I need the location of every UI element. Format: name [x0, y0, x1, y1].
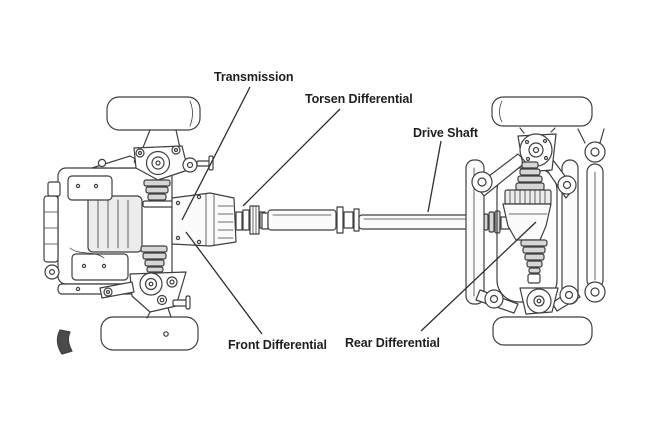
label-front-differential: Front Differential	[228, 338, 327, 352]
leader-rear-differential	[421, 222, 536, 331]
front-lower-cv-boot	[141, 246, 167, 272]
sway-bar-end	[57, 330, 72, 354]
front-upper-suspension	[134, 130, 213, 207]
engine-block	[44, 156, 174, 354]
tire-rear-top	[492, 97, 592, 126]
rear-differential	[503, 162, 551, 283]
rear-diff-housing	[503, 204, 551, 240]
drive-shaft	[262, 207, 509, 233]
leader-torsen-differential	[243, 109, 340, 206]
leader-drive-shaft	[428, 141, 441, 212]
label-transmission: Transmission	[214, 70, 294, 84]
label-torsen-differential: Torsen Differential	[305, 92, 413, 106]
rear-subframe	[466, 128, 605, 314]
rear-top-hub	[518, 128, 556, 172]
leader-transmission	[182, 87, 250, 220]
tire-rear-bottom	[493, 317, 592, 345]
rear-bottom-hub	[520, 288, 558, 314]
rear-diff-bottom-boot	[521, 240, 547, 273]
transmission-housing	[172, 193, 242, 246]
front-upper-cv-boot	[143, 180, 173, 207]
tire-front-bottom	[101, 317, 198, 350]
label-rear-differential: Rear Differential	[345, 336, 440, 350]
rear-diff-top-boot	[516, 162, 544, 190]
rear-diff-ribbed-cap	[505, 190, 551, 204]
label-drive-shaft: Drive Shaft	[413, 126, 478, 140]
tire-front-top	[107, 97, 200, 130]
front-lower-suspension	[100, 246, 190, 318]
leader-front-differential	[186, 232, 262, 334]
